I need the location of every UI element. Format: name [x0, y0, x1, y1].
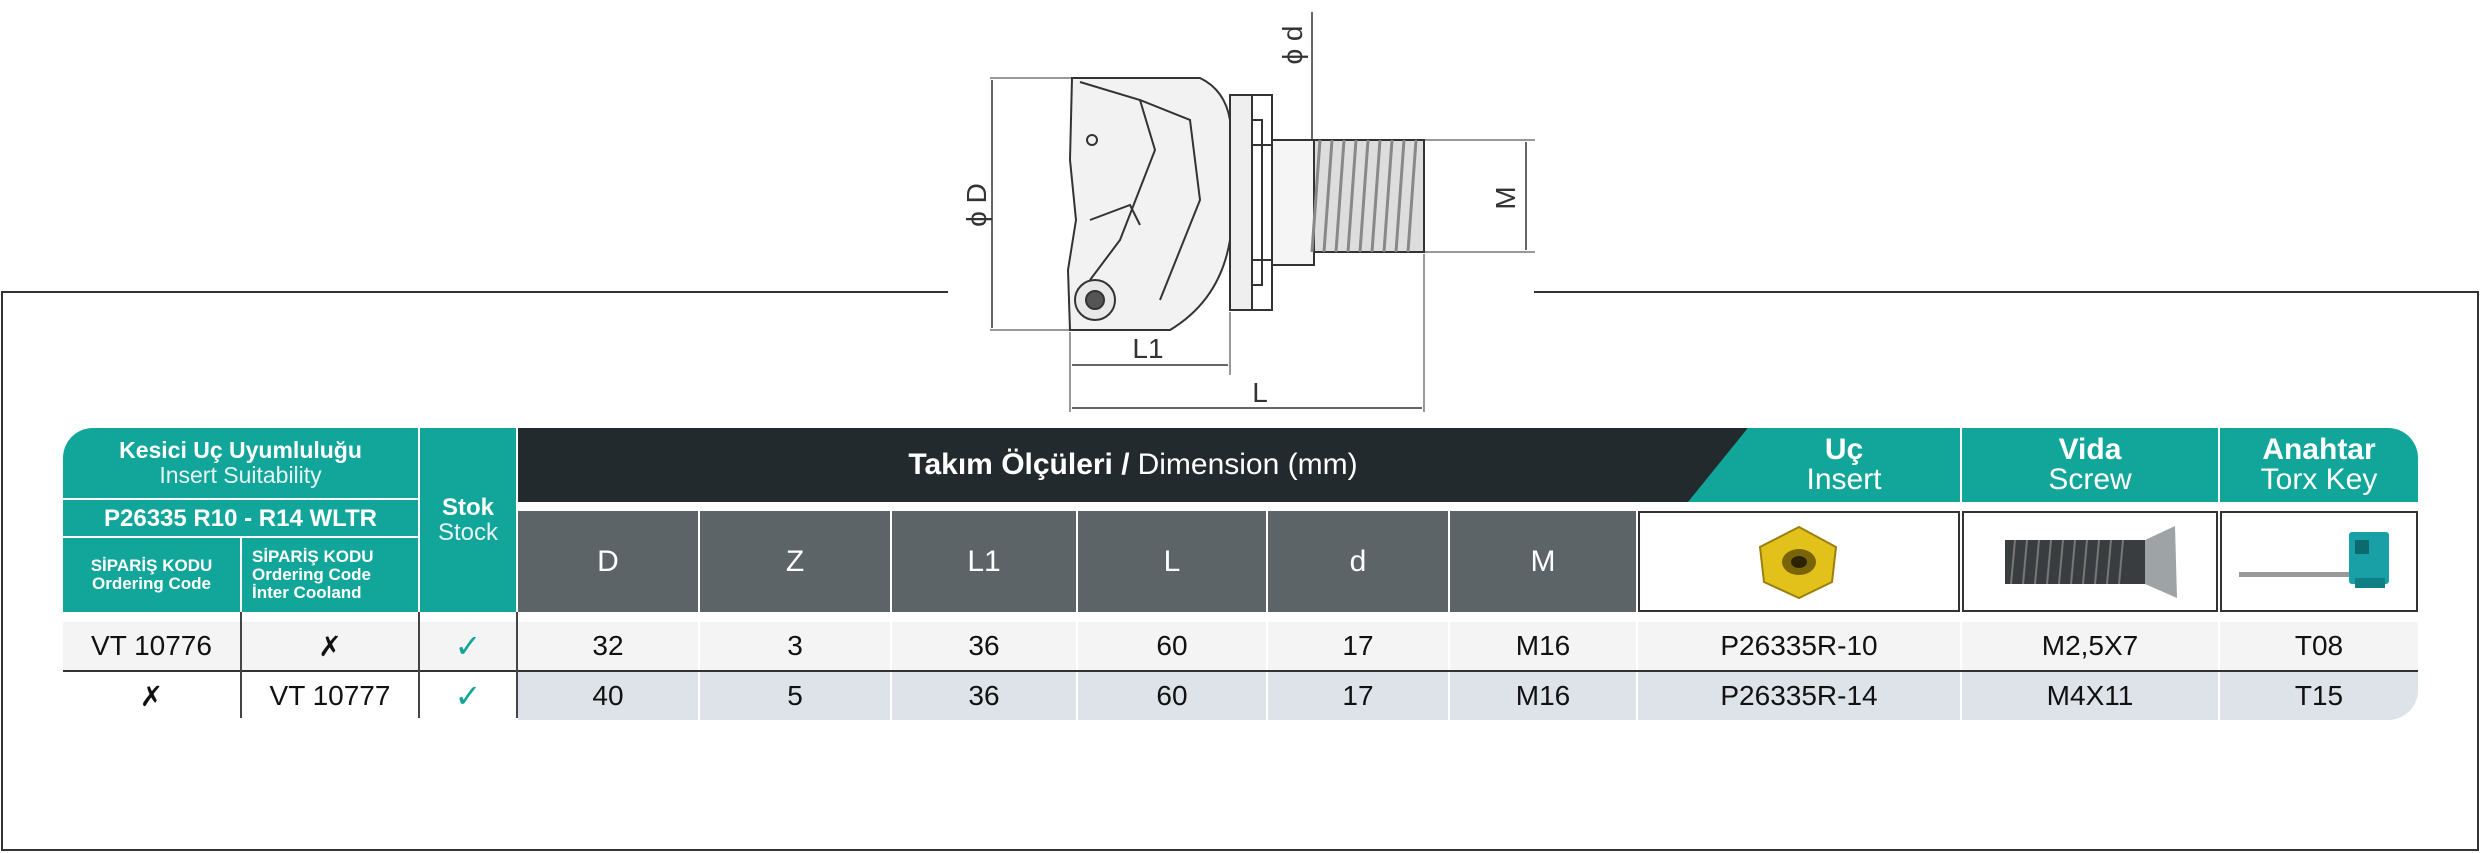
row1-stock: ✓ — [420, 622, 516, 670]
label-M: M — [1490, 186, 1521, 209]
row2-M: M16 — [1450, 672, 1636, 720]
spec-table: Kesici Uç Uyumluluğu Insert Suitability … — [63, 428, 2418, 720]
row2-code-inter: VT 10777 — [242, 672, 418, 720]
insert-suitability-header: Kesici Uç Uyumluluğu Insert Suitability — [63, 428, 418, 498]
row1-M: M16 — [1450, 622, 1636, 670]
screw-en: Screw — [2048, 463, 2132, 496]
row1-screw: M2,5X7 — [1962, 622, 2218, 670]
label-L1: L1 — [1132, 333, 1163, 364]
col-sep — [516, 612, 518, 718]
dim-col-d: d — [1268, 511, 1448, 612]
key-header: Anahtar Torx Key — [2220, 428, 2418, 502]
label-phiD: ϕ D — [961, 183, 992, 227]
col-sep — [240, 612, 242, 718]
insert-suitability-tr: Kesici Uç Uyumluluğu — [119, 437, 362, 463]
screw-image-cell — [1962, 511, 2218, 612]
label-phid: ϕ d — [1277, 25, 1308, 64]
row2-code: ✗ — [63, 672, 240, 720]
insert-image-cell — [1638, 511, 1960, 612]
ordering-code-inter-en2: İnter Cooland — [252, 583, 362, 602]
insert-suitability-en: Insert Suitability — [159, 462, 322, 488]
row-separator — [63, 670, 2418, 672]
row2-d: 17 — [1268, 672, 1448, 720]
dimension-en: Dimension (mm) — [1137, 448, 1358, 481]
label-L: L — [1252, 377, 1268, 408]
row2-Z: 5 — [700, 672, 890, 720]
dimension-tr: Takım Ölçüleri / — [908, 448, 1130, 481]
code-strip: P26335 R10 - R14 WLTR — [63, 500, 418, 536]
ordering-code-inter-en1: Ordering Code — [252, 565, 372, 584]
key-tr: Anahtar — [2262, 433, 2376, 466]
ordering-code-inter-tr: SİPARİŞ KODU — [252, 547, 374, 566]
ordering-code-header: SİPARİŞ KODU Ordering Code — [63, 538, 240, 612]
row1-Z: 3 — [700, 622, 890, 670]
key-en: Torx Key — [2260, 463, 2378, 496]
row2-key: T15 — [2220, 672, 2418, 720]
row1-code-inter: ✗ — [242, 622, 418, 670]
row1-insert: P26335R-10 — [1638, 622, 1960, 670]
row2-insert: P26335R-14 — [1638, 672, 1960, 720]
insert-image — [1758, 525, 1838, 599]
dimension-header: Takım Ölçüleri / Dimension (mm) — [518, 428, 1748, 502]
dim-col-D: D — [518, 511, 698, 612]
row2-stock: ✓ — [420, 672, 516, 720]
stock-en: Stock — [437, 519, 499, 546]
stock-tr: Stok — [441, 494, 494, 521]
dim-col-L1: L1 — [892, 511, 1076, 612]
screw-header: Vida Screw — [1962, 428, 2218, 502]
insert-en: Insert — [1806, 463, 1882, 496]
row2-L: 60 — [1078, 672, 1266, 720]
stock-header: Stok Stock — [420, 428, 516, 612]
torx-key-image — [2239, 531, 2389, 588]
ordering-code-inter-header: SİPARİŞ KODU Ordering Code İnter Cooland — [242, 538, 418, 612]
row1-code: VT 10776 — [63, 622, 240, 670]
row1-L1: 36 — [892, 622, 1076, 670]
col-sep — [418, 612, 420, 718]
screw-tr: Vida — [2058, 433, 2122, 466]
ordering-code-tr: SİPARİŞ KODU — [90, 556, 213, 575]
row1-D: 32 — [518, 622, 698, 670]
row1-key: T08 — [2220, 622, 2418, 670]
row2-D: 40 — [518, 672, 698, 720]
row1-L: 60 — [1078, 622, 1266, 670]
tool-drawing: ϕ D ϕ d M L1 L — [961, 12, 1535, 412]
dim-col-L: L — [1078, 511, 1266, 612]
dim-col-Z: Z — [700, 511, 890, 612]
row2-screw: M4X11 — [1962, 672, 2218, 720]
screw-image — [2005, 525, 2177, 598]
row2-L1: 36 — [892, 672, 1076, 720]
key-image-cell — [2220, 511, 2418, 612]
dim-col-M: M — [1450, 511, 1636, 612]
ordering-code-en: Ordering Code — [91, 574, 211, 593]
row1-d: 17 — [1268, 622, 1448, 670]
insert-tr: Uç — [1824, 433, 1864, 466]
